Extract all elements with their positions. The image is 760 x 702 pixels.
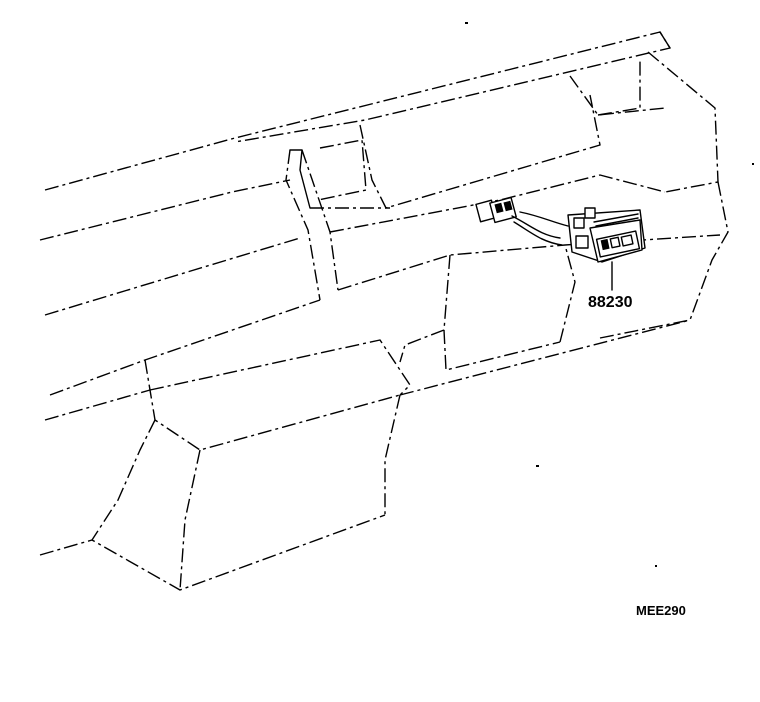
scan-specks xyxy=(465,22,754,567)
instrument-panel-outline xyxy=(39,31,729,591)
part-number-label: 88230 xyxy=(588,294,633,311)
switch-assembly-88230 xyxy=(475,196,646,291)
figure-code-label: MEE290 xyxy=(636,603,686,618)
